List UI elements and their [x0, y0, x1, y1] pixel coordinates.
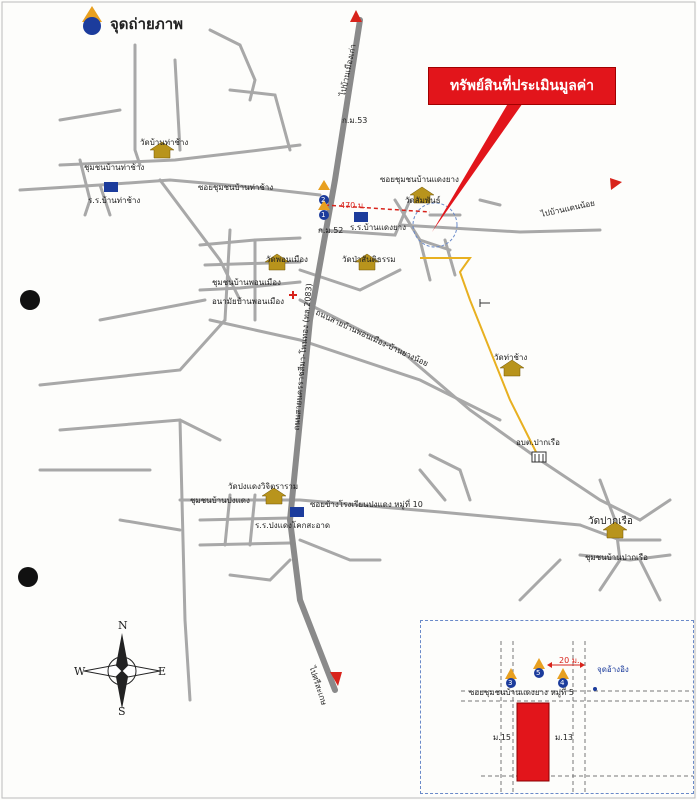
inset-distance: 20 ม.	[559, 656, 580, 665]
property-plot	[516, 702, 550, 782]
arrow-east	[610, 178, 622, 190]
school-flag-icons	[104, 182, 368, 517]
label-wat-tha-chang: วัดท่าช้าง	[494, 353, 528, 362]
inset-left-road: ม.15	[493, 733, 511, 742]
inset-marker-number: 3	[508, 679, 513, 687]
property-callout: ทรัพย์สินที่ประเมินมูลค่า	[428, 67, 616, 105]
camera-point-icon	[82, 6, 102, 35]
label-wat-ban-pak-ruea: วัดปากเรือ	[588, 516, 633, 527]
label-km52: ก.ม.52	[318, 226, 344, 235]
main-camera-markers	[318, 180, 330, 220]
label-school-pong-daeng: ร.ร.ปงแดงโคกสะอาด	[255, 521, 331, 530]
arrow-south	[330, 672, 342, 686]
label-soi-school-pong-daeng: ซอยข้างโรงเรียนปงแดง หมู่ที่ 10	[310, 500, 423, 509]
inset-detail-map: 20 ม. จุดอ้างอิง ซอยชุมชนบ้านแดงยาง หมู่…	[420, 620, 694, 794]
label-anamai: อนามัยบ้านพอนเมือง	[212, 297, 285, 306]
label-chumchon-ban-phon: ชุมชนบ้านพอนเมือง	[212, 278, 281, 287]
inset-marker-number: 5	[536, 669, 541, 677]
label-wat-ban-tha-chang: วัดบ้านท่าช้าง	[140, 138, 189, 147]
label-soi-ban-tha-chang: ซอยชุมชนบ้านท่าช้าง	[198, 183, 274, 192]
compass-e: E	[158, 665, 167, 678]
tick-marks	[479, 299, 490, 307]
inset-canvas	[461, 641, 693, 793]
inset-soi-label: ซอยชุมชนบ้านแดงยาง หมู่ที่ 5	[469, 688, 574, 697]
label-wat-pong-daeng: วัดปงแดงวิจิตราราม	[228, 482, 299, 491]
health-center-icon	[289, 291, 297, 299]
label-soi-ban-daeng-yang: ซอยชุมชนบ้านแดงยาง	[380, 175, 459, 184]
label-chumchon-ban-tha-chang: ชุมชนบ้านท่าช้าง	[84, 163, 145, 172]
local-roads	[18, 28, 672, 702]
label-obt-pak-ruea: อบต.ปากเรือ	[516, 438, 560, 447]
label-wat-phon-mueang: วัดพอนเมือง	[266, 255, 308, 264]
legend-title: จุดถ่ายภาพ	[110, 15, 184, 33]
label-school-ban-tha-chang: ร.ร.บ้านท่าช้าง	[88, 196, 141, 205]
inset-right-road: ม.13	[555, 733, 573, 742]
access-road	[420, 257, 541, 461]
compass-s: S	[118, 705, 126, 718]
label-chumchon-pong-daeng: ชุมชนบ้านปงแดง	[190, 496, 250, 505]
obt-building-icon	[531, 451, 547, 463]
highway-2083	[286, 17, 363, 693]
temple-icons	[149, 141, 628, 539]
label-wat-sam-phan: วัดสัมพันธ์	[405, 196, 441, 205]
inset-reference-label: จุดอ้างอิง	[597, 665, 629, 674]
label-school-ban-daeng-yang: ร.ร.บ้านแดงยาง	[350, 223, 407, 232]
inset-marker-number: 4	[560, 679, 565, 687]
compass-n: N	[118, 619, 128, 632]
label-km53: ก.ม.53	[342, 116, 368, 125]
arrow-north	[350, 10, 362, 22]
binder-hole	[20, 290, 40, 310]
main-marker-number: 2	[321, 196, 326, 204]
callout-pointer	[432, 100, 525, 232]
compass-w: W	[74, 665, 86, 678]
label-distance-main: 470 ม.	[340, 201, 366, 210]
inset-camera-markers	[505, 658, 569, 688]
label-chumchon-pak-ruea: ชุมชนบ้านปากเรือ	[585, 553, 648, 562]
compass-rose: N S E W	[72, 619, 172, 718]
main-marker-number: 1	[321, 211, 326, 219]
property-circle	[412, 202, 458, 248]
label-wat-pa-santi: วัดป่าสันติธรรม	[342, 255, 396, 264]
compass-icon	[83, 633, 161, 709]
binder-hole	[18, 567, 38, 587]
distance-line	[324, 204, 431, 213]
